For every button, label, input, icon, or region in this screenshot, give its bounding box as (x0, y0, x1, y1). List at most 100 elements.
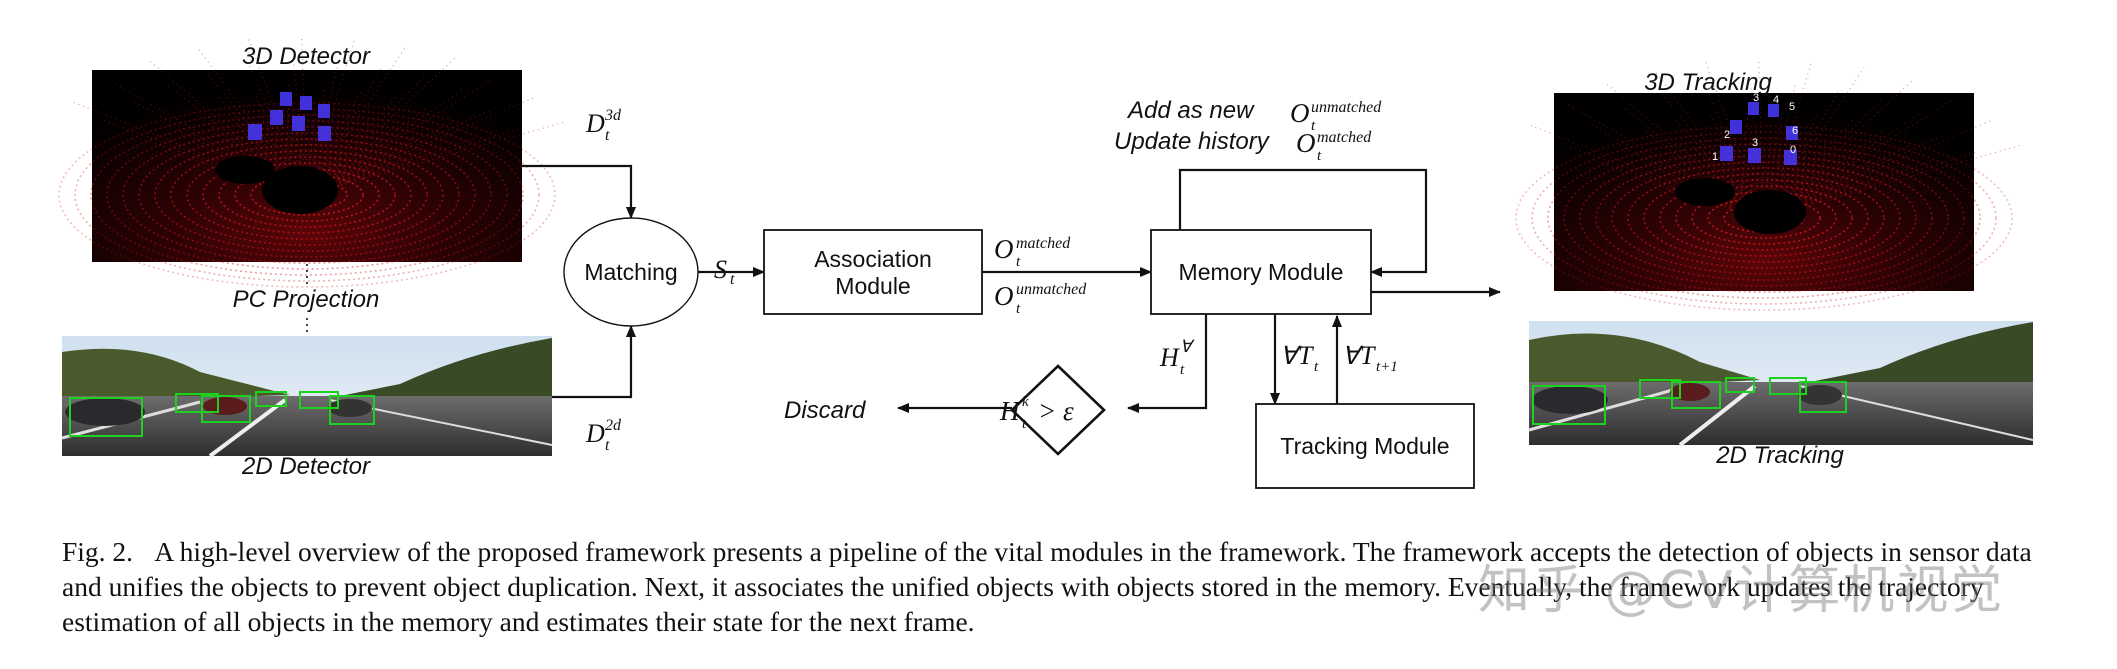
svg-text:t: t (1317, 148, 1322, 164)
association-module (763, 229, 983, 315)
lidar-ring (1563, 143, 1965, 293)
lidar-point-ray (72, 101, 308, 196)
label-pc-projection: PC Projection (233, 286, 380, 313)
math-o-matched: O t matched (994, 234, 1071, 270)
lidar-point-ray (1763, 113, 1919, 219)
lidar-point-ray (1763, 140, 1828, 219)
3d-tracking-boxes (1720, 102, 1798, 165)
svg-text:> ε: > ε (1038, 396, 1074, 426)
discard-label: Discard (784, 397, 866, 424)
lidar-ring (74, 108, 540, 282)
svg-text:t: t (605, 127, 610, 144)
lidar-point-ray (1763, 151, 1977, 219)
lidar-point-ray (1564, 102, 1765, 219)
camera-image-tracking (1528, 321, 2034, 447)
lidar-point-ray (1589, 123, 1765, 219)
track-id: 6 (1792, 125, 1798, 137)
svg-text:t: t (1311, 118, 1316, 134)
memory-self-loop (1178, 168, 1428, 277)
lidar-point-ray (1560, 143, 1765, 219)
svg-text:t: t (1314, 359, 1319, 375)
math-o-unmatched: O t unmatched (994, 281, 1087, 317)
memory-module (1150, 229, 1372, 315)
lidar-ring (1531, 131, 1997, 305)
lidar-point-ray (217, 96, 308, 196)
lidar-ring (122, 126, 492, 264)
svg-text:t: t (1016, 301, 1021, 317)
lidar-ring (218, 162, 396, 228)
lidar-ring (186, 150, 428, 240)
lidar-point-ray (306, 128, 520, 196)
lidar-ring (1659, 179, 1869, 257)
svg-text:D: D (585, 419, 605, 448)
tracking-module (1255, 403, 1475, 489)
lidar-point-ray (306, 44, 408, 196)
math-h-k-eps: H t k > ε (999, 394, 1074, 432)
threshold-check-diamond (1010, 364, 1106, 456)
lidar-ring (1579, 149, 1949, 287)
lidar-ring (154, 138, 460, 252)
lidar-ring (250, 174, 364, 216)
track-id: 3 (1753, 92, 1759, 104)
track-id: 0 (1790, 144, 1796, 156)
lidar-ring (1515, 125, 2013, 311)
track-id: 4 (1773, 94, 1779, 106)
matching-label: Matching (584, 259, 677, 285)
lidar-ring (1643, 173, 1885, 263)
math-d2d: D t 2d (585, 417, 622, 454)
lidar-point-ray (1745, 108, 1765, 219)
lidar-point-ray (306, 96, 397, 196)
math-o-matched-top: O t matched (1296, 128, 1372, 164)
svg-text:2d: 2d (605, 417, 622, 434)
svg-text:T: T (1298, 341, 1314, 370)
svg-text:∀: ∀ (1180, 337, 1195, 356)
lidar-ring (106, 120, 508, 270)
2d-tracking-boxes (1532, 377, 1847, 425)
lidar-ring (1675, 185, 1853, 251)
lidar-point-ray (306, 90, 462, 196)
svg-text:t: t (605, 437, 610, 454)
math-h-forall: H t ∀ (1159, 337, 1195, 378)
svg-text:t: t (1180, 362, 1185, 378)
3d-detection-boxes (248, 92, 331, 141)
lidar-ring (1547, 137, 1981, 299)
arrow-3d-to-matching (522, 164, 636, 219)
lidar-point-ray (1763, 108, 1783, 219)
lidar-image-tracking: 3 4 5 2 6 1 3 0 (1515, 58, 2021, 311)
svg-text:O: O (1296, 128, 1316, 158)
lidar-point-ray (306, 117, 371, 196)
lidar-ring (138, 132, 476, 258)
svg-text:D: D (585, 109, 605, 138)
lidar-ring (170, 144, 444, 246)
lidar-image-detector (58, 35, 564, 288)
arrow-memory-to-check (1127, 314, 1208, 413)
lidar-ring (202, 156, 412, 234)
lidar-point-ray (1763, 119, 1854, 219)
lidar-ring (90, 114, 524, 276)
svg-text:O: O (1290, 98, 1310, 128)
lidar-ring (1627, 167, 1901, 269)
2d-detection-boxes (69, 391, 375, 437)
lidar-ring (58, 102, 556, 288)
math-forall-t1: ∀ T t+1 (1342, 341, 1398, 375)
update-history-label: Update history (1114, 128, 1271, 155)
lidar-point-ray (288, 85, 308, 196)
memory-label: Memory Module (1179, 259, 1344, 285)
svg-text:T: T (1360, 341, 1376, 370)
math-st: S t (714, 255, 735, 288)
lidar-ring (1595, 155, 1933, 281)
caption-figure-number: Fig. 2. (62, 536, 134, 567)
watermark: 知乎 @CV计算机视觉 (1478, 561, 2005, 621)
svg-text:∀: ∀ (1342, 343, 1364, 370)
lidar-ring (1707, 197, 1821, 239)
svg-text:unmatched: unmatched (1311, 99, 1382, 116)
arrow-2d-to-matching (552, 325, 636, 399)
math-o-unmatched-top: O t unmatched (1290, 98, 1382, 134)
svg-text:k: k (1022, 394, 1029, 410)
lidar-ring (234, 168, 380, 222)
pipeline-diagram: 3D Detector PC Projection (58, 35, 2034, 489)
lidar-ring (1691, 191, 1837, 245)
lidar-point-ray (1758, 58, 1765, 219)
math-forall-t: ∀ T t (1280, 341, 1319, 375)
track-id: 2 (1724, 129, 1730, 141)
